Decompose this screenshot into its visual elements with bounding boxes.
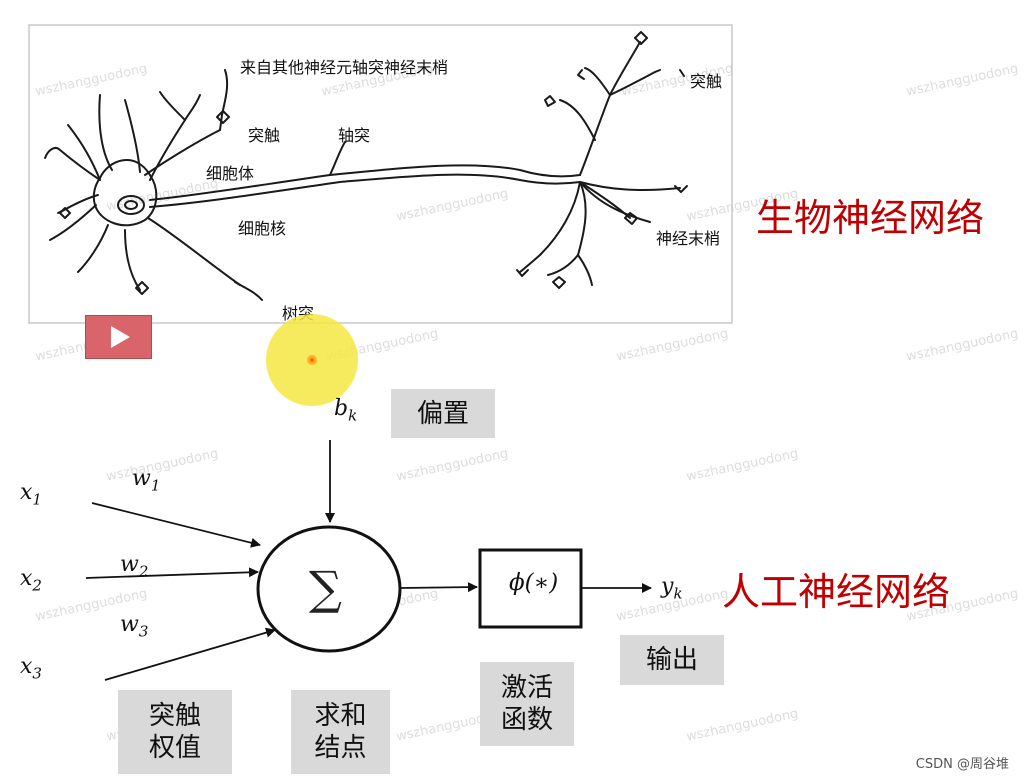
neuron-frame [28,24,733,324]
sum-label-line2: 结点 [314,733,367,763]
bias-label: 偏置 [391,389,495,438]
weight-w3: w3 [120,612,149,641]
input-arrow-1 [91,502,261,548]
label-soma: 细胞体 [206,164,255,183]
label-nucleus: 细胞核 [238,219,287,238]
cell-body [92,159,158,227]
title-artificial: 人工神经网络 [722,570,951,614]
weights-label: 突触 权值 [118,690,232,774]
footer-credit: CSDN @周谷堆 [915,757,1009,772]
sum-to-activation-arrow [400,582,478,593]
label-origin: 来自其他神经元轴突神经末梢 [240,58,449,77]
weights-label-line1: 突触 [148,701,201,731]
label-terminal: 神经末梢 [656,229,721,248]
input-x1: x1 [20,480,42,509]
label-synapse-left: 突触 [248,126,281,145]
cursor-highlight [266,314,358,406]
title-biological: 生物神经网络 [756,196,985,240]
input-x3: x3 [20,654,42,683]
label-synapse-right: 突触 [690,72,723,91]
activation-symbol: ϕ(∗) [509,570,559,596]
play-button[interactable] [85,315,152,359]
output-symbol: yk [661,574,683,603]
weights-label-line2: 权值 [148,733,201,763]
weight-w1: w1 [132,466,161,495]
sum-label-line1: 求和 [314,701,367,731]
input-x2: x2 [20,566,42,595]
input-arrow-2 [85,567,259,579]
activation-box [478,548,583,629]
label-axon: 轴突 [338,126,371,145]
bias-symbol: bk [334,396,358,425]
activation-label: 激活 函数 [480,662,574,746]
play-icon [111,326,130,348]
sum-symbol: ∑ [309,561,342,615]
activation-label-line1: 激活 [500,673,553,703]
input-arrow-3 [104,627,276,681]
weight-w2: w2 [120,552,149,581]
activation-label-line2: 函数 [500,705,553,735]
output-label: 输出 [620,635,724,685]
sum-label: 求和 结点 [291,690,390,774]
nucleus [117,195,145,215]
sum-node [256,525,402,653]
axon [149,164,581,201]
